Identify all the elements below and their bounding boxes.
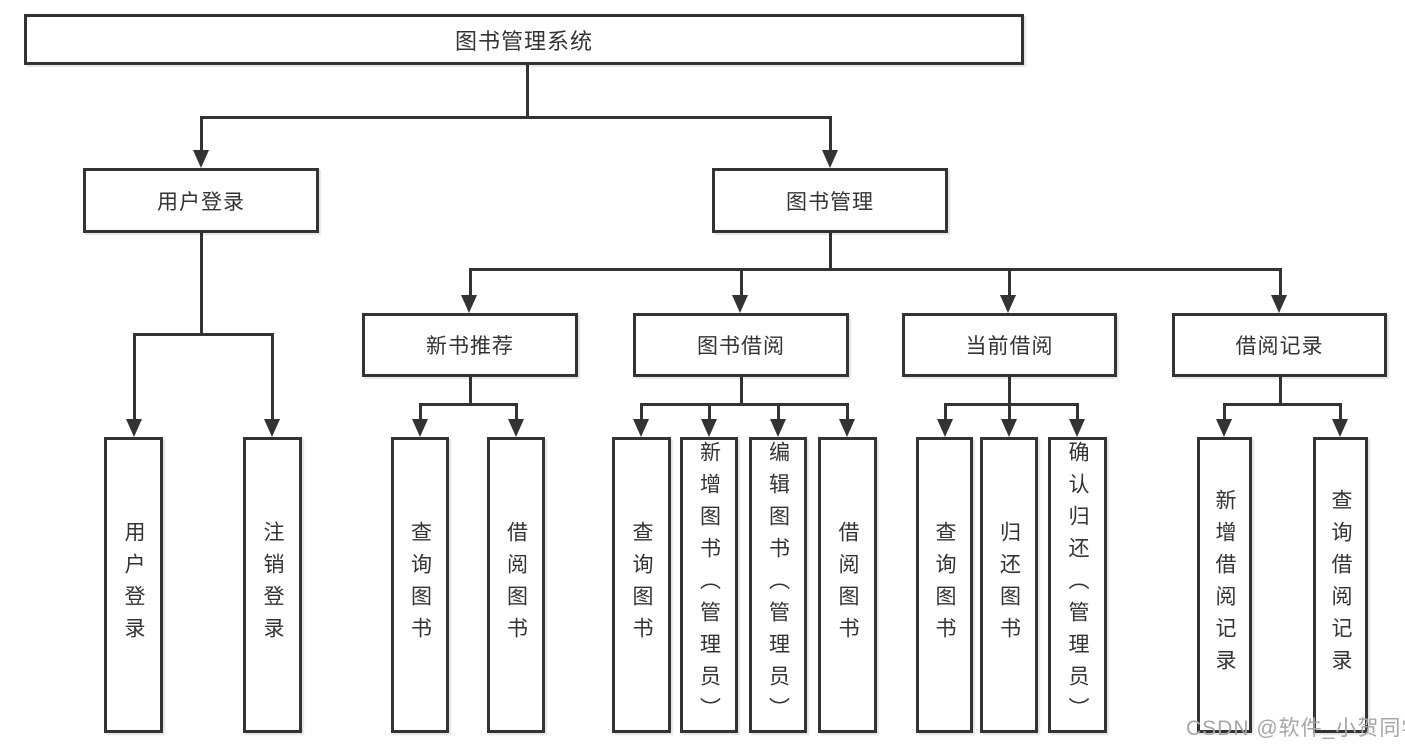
- node-root-system: 图书管理系统: [24, 14, 1024, 65]
- arrow-down-icon: [1216, 419, 1232, 437]
- connector-line: [640, 403, 849, 406]
- watermark: CSDN @软件_小贺同学: [1186, 717, 1405, 740]
- connector-line: [1008, 377, 1011, 406]
- node-borrow-records: 借阅记录: [1172, 313, 1387, 377]
- node-current-borrow: 当前借阅: [902, 313, 1117, 377]
- connector-line: [829, 116, 832, 152]
- node-book-borrow-label: 图书借阅: [697, 335, 785, 358]
- leaf-add-book-admin-label: 新增图书（管理员）: [697, 441, 721, 729]
- connector-line: [1279, 268, 1282, 297]
- connector-line: [740, 268, 743, 297]
- connector-line: [1279, 377, 1282, 406]
- leaf-add-book-admin: 新增图书（管理员）: [680, 437, 738, 733]
- connector-line: [469, 268, 1282, 271]
- node-new-book-recommend-label: 新书推荐: [426, 335, 514, 358]
- connector-line: [526, 65, 529, 119]
- leaf-confirm-return-admin: 确认归还（管理员）: [1048, 437, 1107, 733]
- connector-line: [846, 403, 849, 421]
- node-current-borrow-label: 当前借阅: [965, 335, 1054, 358]
- arrow-down-icon: [633, 419, 649, 437]
- arrow-down-icon: [264, 419, 280, 437]
- leaf-query-books-borrow: 查询图书: [612, 437, 671, 733]
- connector-line: [829, 233, 832, 271]
- arrow-down-icon: [1000, 295, 1016, 313]
- arrow-down-icon: [822, 150, 838, 168]
- node-new-book-recommend: 新书推荐: [362, 313, 578, 377]
- leaf-query-books-current-label: 查询图书: [933, 521, 956, 649]
- leaf-return-book-label: 归还图书: [997, 521, 1021, 649]
- leaf-query-books-borrow-label: 查询图书: [630, 521, 653, 649]
- connector-line: [419, 403, 518, 406]
- arrow-down-icon: [1332, 419, 1348, 437]
- arrow-down-icon: [1271, 295, 1287, 313]
- leaf-query-books-current: 查询图书: [916, 437, 973, 733]
- connector-line: [1339, 403, 1342, 421]
- arrow-down-icon: [770, 419, 786, 437]
- arrow-down-icon: [701, 419, 717, 437]
- connector-line: [1223, 403, 1226, 421]
- connector-line: [133, 333, 274, 336]
- leaf-borrow-books: 借阅图书: [818, 437, 877, 733]
- connector-line: [1223, 403, 1342, 406]
- node-book-management: 图书管理: [712, 168, 948, 233]
- connector-line: [200, 233, 203, 335]
- leaf-borrow-books-recommend: 借阅图书: [487, 437, 545, 733]
- leaf-edit-book-admin-label: 编辑图书（管理员）: [766, 441, 790, 729]
- leaf-borrow-books-recommend-label: 借阅图书: [504, 521, 528, 649]
- leaf-user-login-label: 用户登录: [122, 521, 145, 649]
- leaf-borrow-books-label: 借阅图书: [836, 521, 859, 649]
- connector-line: [640, 403, 643, 421]
- connector-line: [469, 377, 472, 406]
- arrow-down-icon: [193, 150, 209, 168]
- leaf-return-book: 归还图书: [980, 437, 1038, 733]
- arrow-down-icon: [461, 295, 477, 313]
- leaf-query-books-recommend: 查询图书: [391, 437, 449, 733]
- leaf-user-login: 用户登录: [104, 437, 163, 733]
- leaf-confirm-return-admin-label: 确认归还（管理员）: [1066, 441, 1089, 729]
- leaf-add-borrow-record: 新增借阅记录: [1197, 437, 1252, 733]
- node-root-label: 图书管理系统: [454, 28, 593, 54]
- connector-line: [133, 333, 136, 421]
- connector-line: [200, 116, 203, 152]
- leaf-query-borrow-record: 查询借阅记录: [1313, 437, 1368, 733]
- connector-line: [1076, 403, 1079, 421]
- arrow-down-icon: [937, 419, 953, 437]
- connector-line: [777, 403, 780, 421]
- connector-line: [1008, 403, 1011, 421]
- connector-line: [740, 377, 743, 406]
- connector-line: [200, 116, 832, 119]
- leaf-logout: 注销登录: [243, 437, 302, 733]
- connector-line: [419, 403, 422, 421]
- connector-line: [944, 403, 1079, 406]
- arrow-down-icon: [412, 419, 428, 437]
- leaf-query-books-recommend-label: 查询图书: [408, 521, 432, 649]
- leaf-query-borrow-record-label: 查询借阅记录: [1329, 489, 1352, 681]
- node-user-login-label: 用户登录: [157, 190, 245, 214]
- node-book-management-label: 图书管理: [786, 190, 874, 214]
- leaf-logout-label: 注销登录: [261, 521, 284, 649]
- arrow-down-icon: [126, 419, 142, 437]
- arrow-down-icon: [839, 419, 855, 437]
- connector-line: [708, 403, 711, 421]
- connector-line: [469, 268, 472, 297]
- leaf-edit-book-admin: 编辑图书（管理员）: [749, 437, 807, 733]
- leaf-add-borrow-record-label: 新增借阅记录: [1213, 489, 1236, 681]
- node-borrow-records-label: 借阅记录: [1235, 335, 1324, 358]
- arrow-down-icon: [1069, 419, 1085, 437]
- connector-line: [515, 403, 518, 421]
- arrow-down-icon: [732, 295, 748, 313]
- arrow-down-icon: [1001, 419, 1017, 437]
- arrow-down-icon: [508, 419, 524, 437]
- connector-line: [1008, 268, 1011, 297]
- connector-line: [944, 403, 947, 421]
- connector-line: [271, 333, 274, 421]
- node-user-login: 用户登录: [83, 168, 319, 233]
- node-book-borrow: 图书借阅: [633, 313, 849, 377]
